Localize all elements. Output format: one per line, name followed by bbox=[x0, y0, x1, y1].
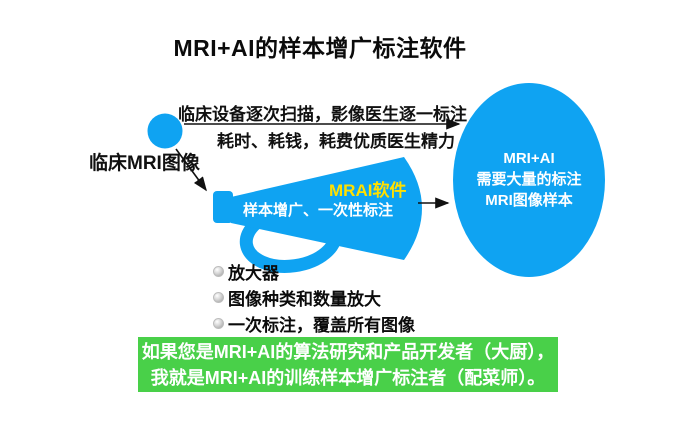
list-item: 一次标注，覆盖所有图像 bbox=[213, 310, 415, 336]
bullet-sphere-icon bbox=[213, 265, 224, 277]
circle-to-megaphone-arrow bbox=[175, 148, 207, 192]
bullet-sphere-icon bbox=[213, 317, 224, 329]
scan-process-text-line2: 耗时、耗钱，耗费优质医生精力 bbox=[217, 132, 455, 151]
megaphone-cone bbox=[231, 157, 422, 260]
list-item: 图像种类和数量放大 bbox=[213, 284, 415, 310]
megaphone-mouthpiece bbox=[213, 191, 233, 223]
clinical-mri-circle bbox=[147, 113, 183, 149]
sample-pool-line3: MRI图像样本 bbox=[485, 192, 573, 209]
scan-process-text-line1: 临床设备逐次扫描，影像医生逐一标注 bbox=[178, 105, 467, 124]
summary-banner: 如果您是MRI+AI的算法研究和产品开发者（大厨）， 我就是MRI+AI的训练样… bbox=[138, 337, 558, 392]
bullet-label: 放大器 bbox=[228, 263, 279, 283]
sample-pool-text: MRI+AI 需要大量的标注 MRI图像样本 bbox=[454, 148, 604, 211]
sample-pool-line2: 需要大量的标注 bbox=[476, 171, 582, 188]
bullet-sphere-icon bbox=[213, 291, 224, 303]
bullet-label: 图像种类和数量放大 bbox=[228, 289, 381, 309]
clinical-circle-label: 临床MRI图像 bbox=[89, 153, 200, 174]
megaphone-name-label: MRAI软件 bbox=[329, 181, 407, 200]
bullet-label: 一次标注，覆盖所有图像 bbox=[228, 315, 415, 335]
list-item: 放大器 bbox=[213, 258, 415, 284]
feature-bullet-list: 放大器 图像种类和数量放大 一次标注，覆盖所有图像 bbox=[213, 258, 415, 336]
sample-pool-ellipse bbox=[453, 83, 605, 277]
banner-line1: 如果您是MRI+AI的算法研究和产品开发者（大厨）， bbox=[141, 341, 555, 362]
sample-pool-line1: MRI+AI bbox=[503, 150, 555, 167]
megaphone-icon bbox=[213, 157, 422, 273]
page-title: MRI+AI的样本增广标注软件 bbox=[173, 35, 467, 61]
banner-line2: 我就是MRI+AI的训练样本增广标注者（配菜师）。 bbox=[150, 367, 546, 388]
megaphone-subtitle-label: 样本增广、一次性标注 bbox=[243, 202, 394, 219]
